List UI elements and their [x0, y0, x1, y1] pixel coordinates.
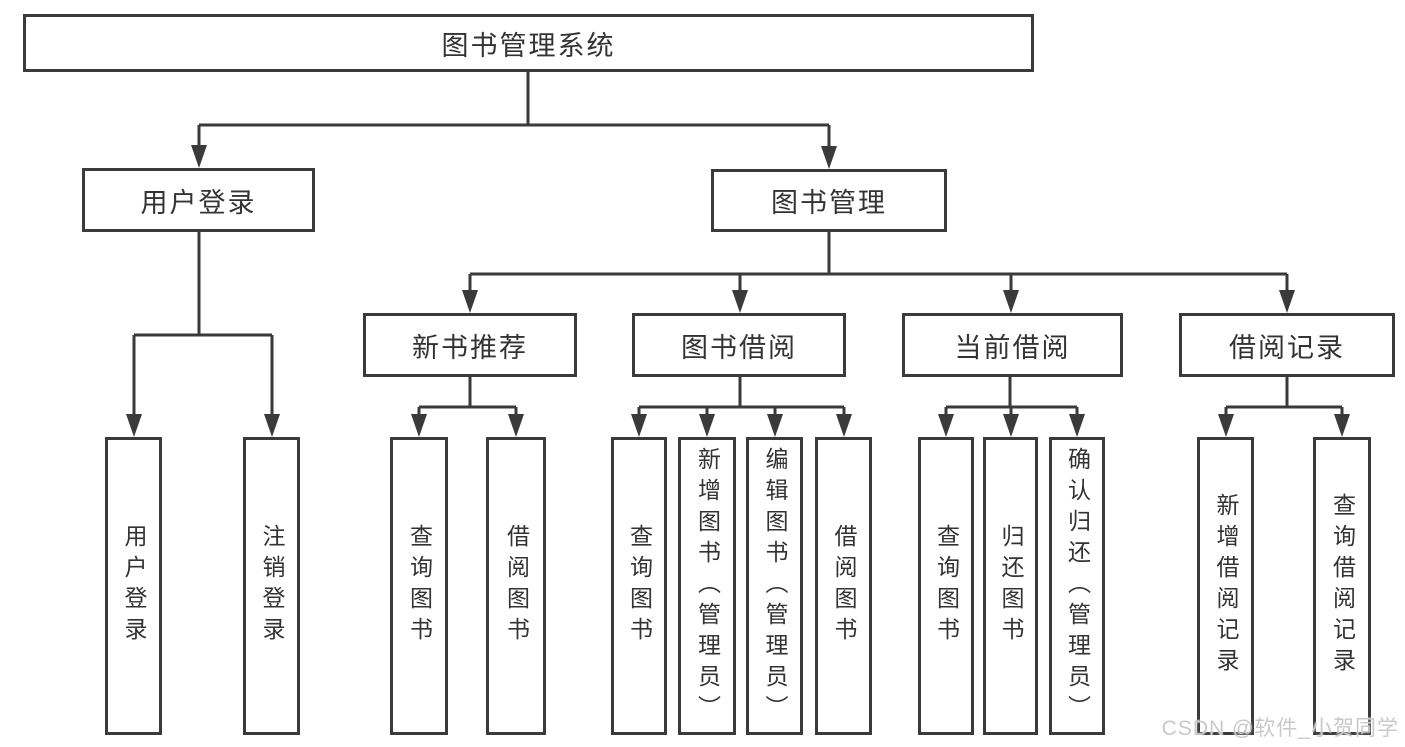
leaf-current-confirm-return-admin: 确认归还（管理员）	[1049, 437, 1105, 735]
leaf-borrow-edit-book-admin: 编辑图书（管理员）	[746, 437, 803, 735]
leaf-record-query-borrow-record: 查询借阅记录	[1313, 437, 1371, 735]
leaf-logout: 注销登录	[243, 437, 300, 735]
borrow-record-label: 借阅记录	[1229, 332, 1345, 363]
watermark-text: CSDN @软件_小贺同学	[1161, 717, 1399, 740]
leaf-current-return-book-label: 归还图书	[998, 524, 1024, 648]
leaf-record-query-borrow-record-label: 查询借阅记录	[1329, 493, 1356, 679]
leaf-borrow-query-book-label: 查询图书	[626, 524, 653, 648]
root-node: 图书管理系统	[23, 14, 1034, 72]
leaf-recommend-query-book: 查询图书	[390, 437, 448, 735]
leaf-borrow-query-book: 查询图书	[611, 437, 667, 735]
leaf-borrow-edit-book-admin-label: 编辑图书（管理员）	[762, 446, 788, 726]
leaf-recommend-query-book-label: 查询图书	[406, 524, 433, 648]
book-borrow-node: 图书借阅	[632, 313, 846, 377]
leaf-recommend-borrow-book: 借阅图书	[486, 437, 546, 735]
leaf-record-add-borrow-record: 新增借阅记录	[1197, 437, 1254, 735]
user-login-node-label: 用户登录	[140, 187, 257, 218]
book-borrow-label: 图书借阅	[681, 332, 797, 363]
leaf-borrow-add-book-admin-label: 新增图书（管理员）	[694, 446, 721, 726]
borrow-record-node: 借阅记录	[1179, 313, 1395, 377]
leaf-current-confirm-return-admin-label: 确认归还（管理员）	[1064, 446, 1091, 726]
current-borrow-node: 当前借阅	[902, 313, 1123, 377]
leaf-user-login-label: 用户登录	[121, 524, 147, 648]
arrowheads	[126, 145, 1350, 437]
leaf-borrow-add-book-admin: 新增图书（管理员）	[678, 437, 736, 735]
leaf-user-login: 用户登录	[105, 437, 162, 735]
book-management-node: 图书管理	[711, 169, 947, 232]
leaf-current-query-book: 查询图书	[918, 437, 974, 735]
leaf-logout-label: 注销登录	[259, 524, 285, 648]
leaf-current-return-book: 归还图书	[983, 437, 1038, 735]
user-login-node: 用户登录	[82, 168, 315, 232]
leaf-borrow-borrow-book: 借阅图书	[815, 437, 872, 735]
root-node-label: 图书管理系统	[441, 30, 616, 61]
leaf-recommend-borrow-book-label: 借阅图书	[503, 524, 530, 648]
leaf-record-add-borrow-record-label: 新增借阅记录	[1213, 493, 1239, 679]
current-borrow-label: 当前借阅	[954, 332, 1071, 363]
leaf-borrow-borrow-book-label: 借阅图书	[831, 524, 857, 648]
new-book-recommend-node: 新书推荐	[363, 313, 577, 377]
new-book-recommend-label: 新书推荐	[412, 332, 528, 363]
leaf-current-query-book-label: 查询图书	[933, 524, 960, 648]
book-management-node-label: 图书管理	[771, 188, 887, 218]
